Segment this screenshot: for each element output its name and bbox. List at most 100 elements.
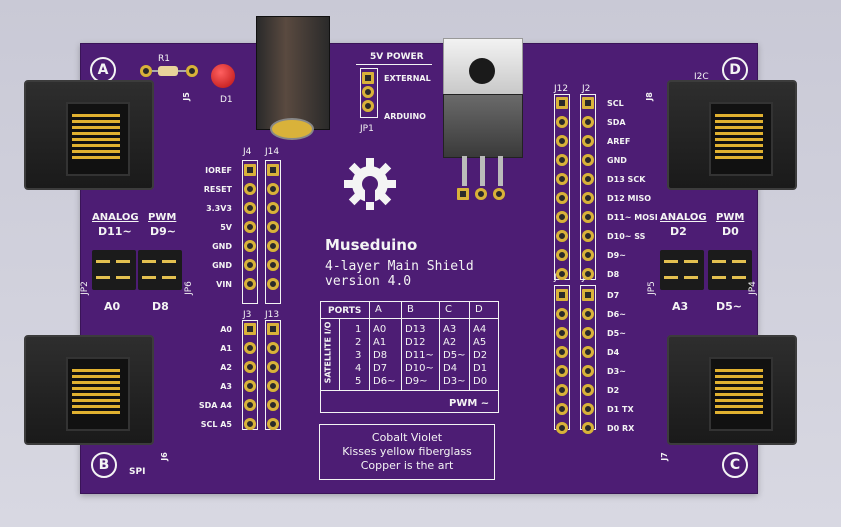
j1-pad: [582, 327, 594, 339]
table-cell: D5~: [443, 350, 466, 361]
digital-pin-label: D9~: [607, 251, 626, 260]
i2c-label: I2C: [694, 72, 709, 82]
j2-pad: [582, 249, 594, 261]
r1-label: R1: [158, 54, 170, 64]
header-j4: [242, 160, 258, 304]
analog-pin-label: A2: [220, 363, 232, 372]
j12-pad: [556, 135, 568, 147]
board-title: Museduino: [325, 236, 418, 254]
power-pin-label: 5V: [220, 223, 232, 232]
port-b-label: B: [91, 452, 117, 478]
analog-pin-label: A0: [220, 325, 232, 334]
table-column-header: C: [445, 304, 452, 315]
jumper-jp4[interactable]: [708, 250, 752, 290]
message-line-1: Cobalt Violet: [371, 431, 443, 444]
table-cell: D0: [473, 376, 488, 387]
left-pwm-label: PWM: [148, 212, 177, 223]
table-column-header: A: [375, 304, 382, 315]
left-analog-bottom: A0: [104, 300, 121, 313]
jp2-label: JP2: [79, 281, 90, 295]
open-hardware-logo-icon: [342, 156, 398, 212]
j5-label: J5: [181, 92, 191, 101]
power-title: 5V POWER: [370, 52, 424, 62]
j14-pad: [267, 221, 279, 233]
table-cell: D11~: [405, 350, 434, 361]
j4-pad: [244, 183, 256, 195]
jumper-jp2[interactable]: [92, 250, 136, 290]
j12-pad: [556, 268, 568, 280]
power-pin-label: GND: [212, 261, 232, 270]
right-analog-label: ANALOG: [660, 212, 707, 223]
j3-pad: [244, 418, 256, 430]
j13-pad: [267, 361, 279, 373]
j2-pad: [582, 154, 594, 166]
digital-pin-label: D10~ SS: [607, 232, 646, 241]
j14-label: J14: [265, 147, 280, 157]
j3-pad: [244, 323, 256, 335]
jp6-label: JP6: [183, 281, 194, 295]
j4-pad: [244, 164, 256, 176]
j1-pad: [582, 346, 594, 358]
board-subtitle: 4-layer Main Shield: [325, 259, 474, 274]
d1-label: D1: [220, 95, 233, 105]
j4-pad: [244, 259, 256, 271]
j11-pad: [556, 384, 568, 396]
table-cell: D3~: [443, 376, 466, 387]
j1-pad: [582, 289, 594, 301]
j1-pad: [582, 365, 594, 377]
table-cell: D2: [473, 350, 488, 361]
regulator-hole: [469, 58, 495, 84]
j3-label: J3: [243, 310, 252, 320]
rj-connector-j5: [24, 80, 154, 190]
table-cell: A2: [443, 337, 457, 348]
header-j13: [265, 320, 281, 430]
table-cell: D13: [405, 324, 426, 335]
j1-pad: [582, 384, 594, 396]
table-footnote: PWM ~: [449, 398, 490, 409]
digital-pin-label: D1 TX: [607, 405, 634, 414]
j2-pad: [582, 135, 594, 147]
j14-pad: [267, 164, 279, 176]
power-pin-label: 3.3V3: [206, 204, 232, 213]
analog-pin-label: SCL A5: [200, 420, 232, 429]
jumper-jp6[interactable]: [138, 250, 182, 290]
j12-pad: [556, 173, 568, 185]
rj-connector-j8: [667, 80, 797, 190]
r1-pad-2: [186, 65, 198, 77]
jp4-label: JP4: [747, 281, 758, 295]
regulator-pad-3: [493, 188, 505, 200]
j12-pad: [556, 249, 568, 261]
j1-pad: [582, 308, 594, 320]
j12-pad: [556, 116, 568, 128]
board-version: version 4.0: [325, 274, 412, 289]
table-cell: D6~: [373, 376, 396, 387]
power-external-label: EXTERNAL: [384, 74, 431, 83]
j1-pad: [582, 422, 594, 434]
left-analog-label: ANALOG: [92, 212, 139, 223]
analog-pin-label: A3: [220, 382, 232, 391]
digital-pin-label: D6~: [607, 310, 626, 319]
j11-pad: [556, 403, 568, 415]
pcb-board: [80, 43, 758, 494]
digital-pin-label: SDA: [607, 118, 626, 127]
jp1-pad-3: [362, 100, 374, 112]
table-cell: D7: [373, 363, 388, 374]
regulator-pad-1: [457, 188, 469, 200]
j12-pad: [556, 97, 568, 109]
table-cell: D1: [473, 363, 488, 374]
table-cell: A4: [473, 324, 487, 335]
j14-pad: [267, 259, 279, 271]
power-pin-label: GND: [212, 242, 232, 251]
j2-pad: [582, 116, 594, 128]
jumper-jp5[interactable]: [660, 250, 704, 290]
regulator-pad-2: [475, 188, 487, 200]
power-title-underline: [356, 64, 432, 65]
j13-pad: [267, 399, 279, 411]
jp1-pad-2: [362, 86, 374, 98]
j2-label: J2: [582, 84, 591, 94]
table-column-header: B: [407, 304, 414, 315]
digital-pin-label: D12 MISO: [607, 194, 652, 203]
j13-pad: [267, 323, 279, 335]
j14-pad: [267, 278, 279, 290]
